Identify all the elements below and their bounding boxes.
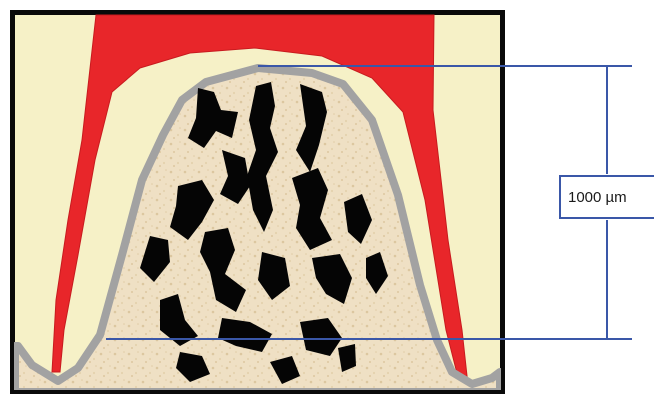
scale-label: 1000 µm: [568, 189, 627, 206]
scale-label-box: 1000 µm: [560, 176, 654, 218]
